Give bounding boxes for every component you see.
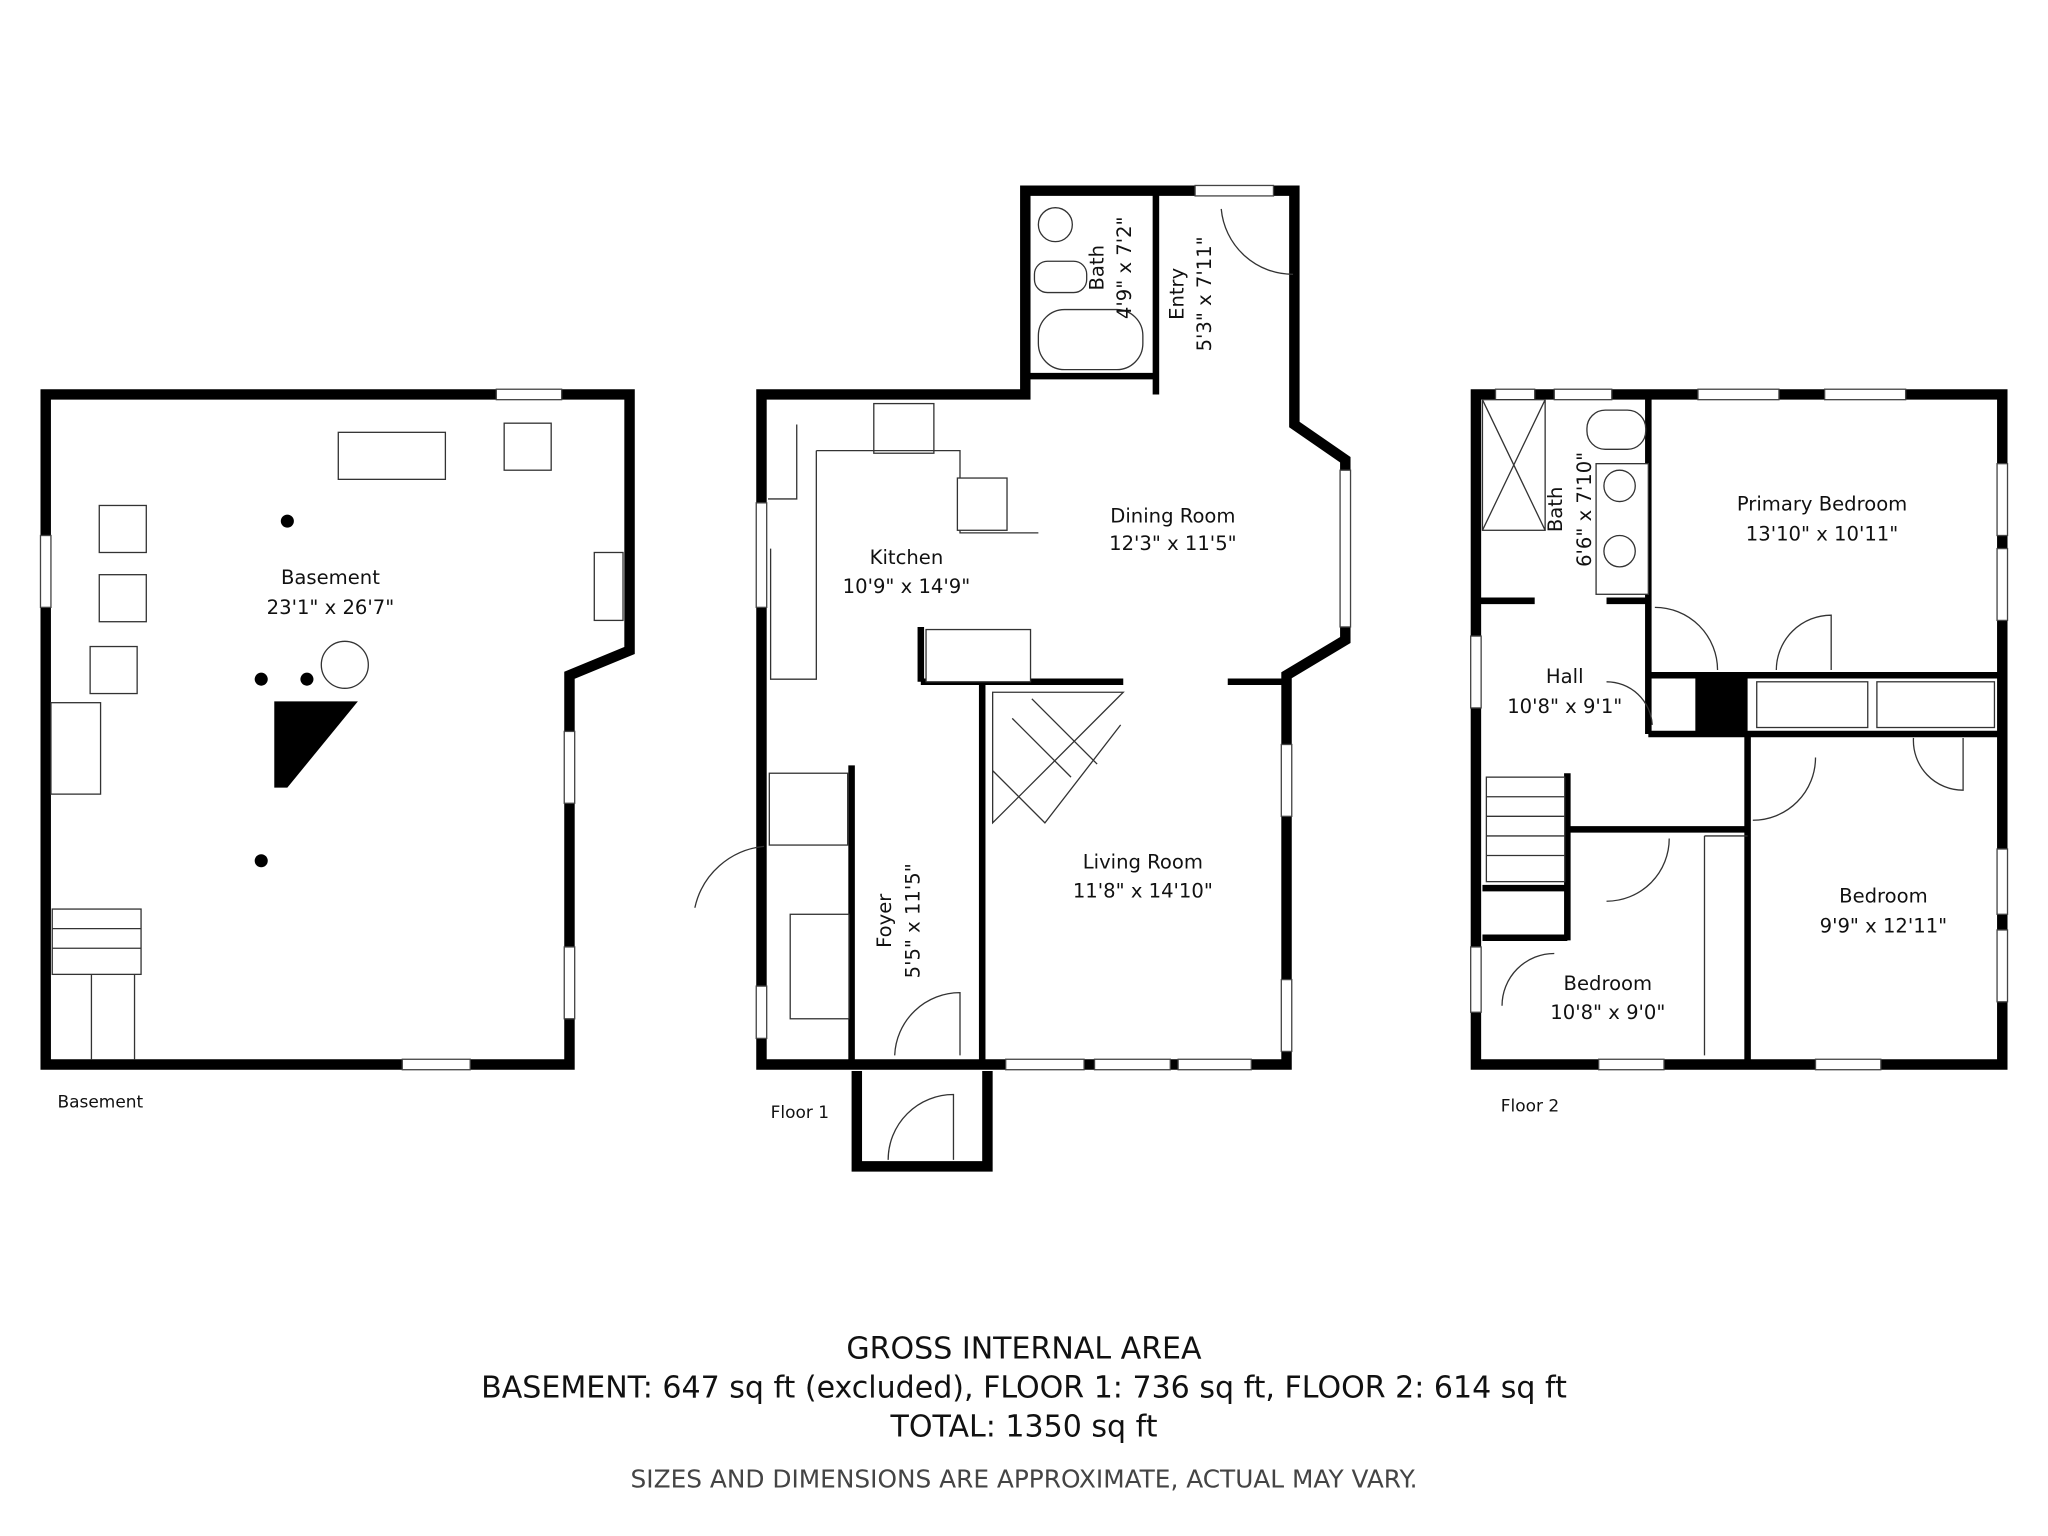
room-size: 12'3" x 11'5" [1109, 532, 1237, 555]
room-name: Bedroom [1564, 972, 1653, 995]
summary-breakdown: BASEMENT: 647 sq ft (excluded), FLOOR 1:… [481, 1371, 1567, 1406]
room-name: Bath [1086, 245, 1109, 291]
disclaimer: SIZES AND DIMENSIONS ARE APPROXIMATE, AC… [631, 1465, 1418, 1494]
room-name: Basement [281, 566, 380, 589]
room-size: 5'5" x 11'5" [902, 863, 925, 978]
floor-label: Floor 2 [1501, 1097, 1559, 1117]
room-size: 9'9" x 12'11" [1820, 915, 1948, 938]
room-name: Bath [1544, 487, 1567, 533]
room-size: 10'9" x 14'9" [843, 575, 971, 598]
room-size: 23'1" x 26'7" [267, 596, 395, 619]
room-size: 4'9" x 7'2" [1113, 216, 1136, 319]
room-name: Entry [1165, 268, 1188, 320]
floor-label: Floor 1 [771, 1103, 829, 1123]
floor-2-plan: Bath 6'6" x 7'10" Primary Bedroom 13'10"… [1470, 388, 2009, 1117]
basement-plan: Basement 23'1" x 26'7" Basement [39, 388, 635, 1113]
room-size: 6'6" x 7'10" [1573, 452, 1596, 567]
summary-total: TOTAL: 1350 sq ft [890, 1410, 1158, 1445]
room-name: Living Room [1083, 851, 1203, 874]
room-size: 11'8" x 14'10" [1073, 879, 1213, 902]
room-name: Hall [1546, 665, 1584, 688]
room-size: 10'8" x 9'0" [1550, 1001, 1665, 1024]
room-size: 5'3" x 7'11" [1193, 236, 1216, 351]
room-name: Primary Bedroom [1737, 493, 1907, 516]
room-name: Foyer [873, 893, 896, 948]
area-summary: GROSS INTERNAL AREA BASEMENT: 647 sq ft … [481, 1331, 1567, 1493]
room-size: 13'10" x 10'11" [1746, 523, 1898, 546]
room-name: Bedroom [1839, 885, 1928, 908]
room-name: Dining Room [1110, 504, 1235, 527]
floor-1-plan: Bath 4'9" x 7'2" Entry 5'3" x 7'11" Kitc… [694, 184, 1352, 1172]
room-size: 10'8" x 9'1" [1507, 695, 1622, 718]
room-name: Kitchen [870, 546, 944, 569]
floor-label: Basement [57, 1093, 143, 1113]
summary-title: GROSS INTERNAL AREA [846, 1331, 1202, 1366]
